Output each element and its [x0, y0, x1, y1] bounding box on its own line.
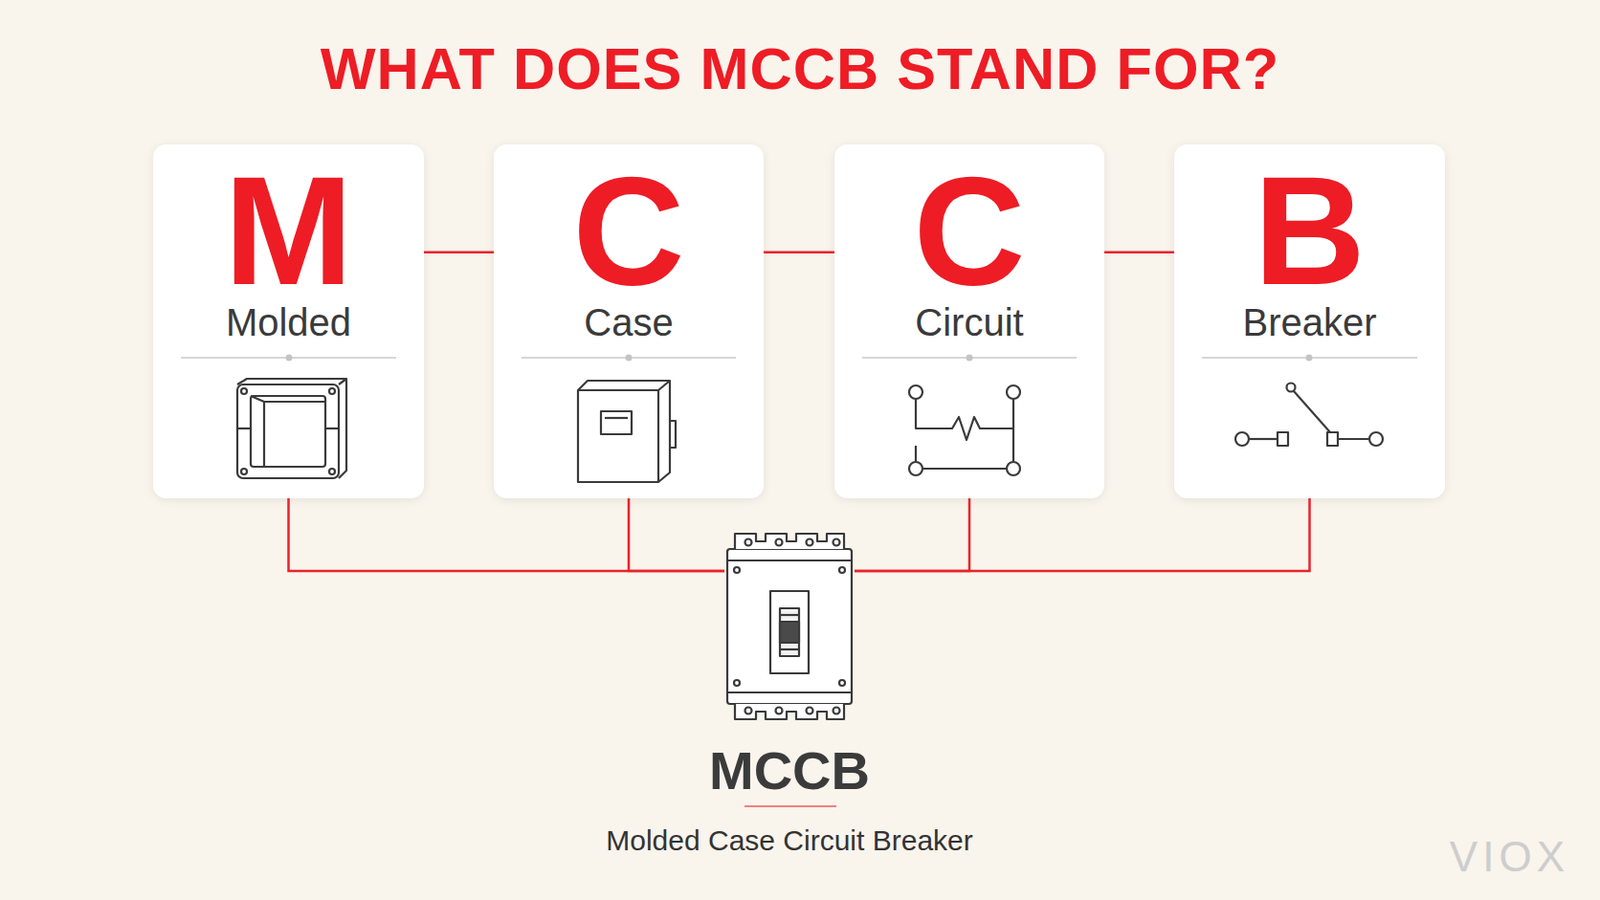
mccb-device-node: MCCBMolded Case Circuit Breaker	[724, 530, 855, 725]
separator-dots	[286, 355, 1313, 362]
breaker-card: BBreaker	[1174, 144, 1445, 499]
page-title: WHAT DOES MCCB STAND FOR?	[0, 40, 1600, 99]
initial-letter: C	[493, 153, 764, 309]
molded-card: MMolded	[153, 144, 424, 499]
initial-letter: B	[1174, 153, 1445, 309]
connector-line	[854, 498, 1311, 572]
mccb-device	[727, 533, 852, 720]
term-word: Molded	[225, 303, 352, 342]
separators	[180, 356, 1418, 359]
connector-line	[1104, 251, 1175, 255]
breaker-icon	[1235, 383, 1383, 447]
connector-line	[423, 251, 494, 255]
initial-letter: M	[153, 153, 424, 309]
initial-letter: C	[834, 153, 1105, 309]
card-backgrounds	[153, 144, 1445, 499]
term-word: Breaker	[1242, 303, 1377, 342]
term-word: Case	[583, 303, 673, 342]
circuit-icon	[909, 385, 1021, 476]
connector-line	[854, 498, 970, 572]
connector-line	[628, 498, 725, 572]
case-card: CCase	[493, 144, 764, 499]
term-word: Circuit	[914, 303, 1023, 342]
molded-frame-icon	[237, 378, 347, 479]
case-icon	[577, 380, 676, 483]
heading-underline	[744, 805, 837, 808]
circuit-card: CCircuit	[834, 144, 1105, 499]
device-heading: MCCB	[709, 744, 870, 799]
connector-line	[763, 251, 835, 255]
connector-line	[288, 498, 726, 572]
watermark: VIOX	[1449, 836, 1570, 879]
device-caption: Molded Case Circuit Breaker	[605, 826, 973, 856]
